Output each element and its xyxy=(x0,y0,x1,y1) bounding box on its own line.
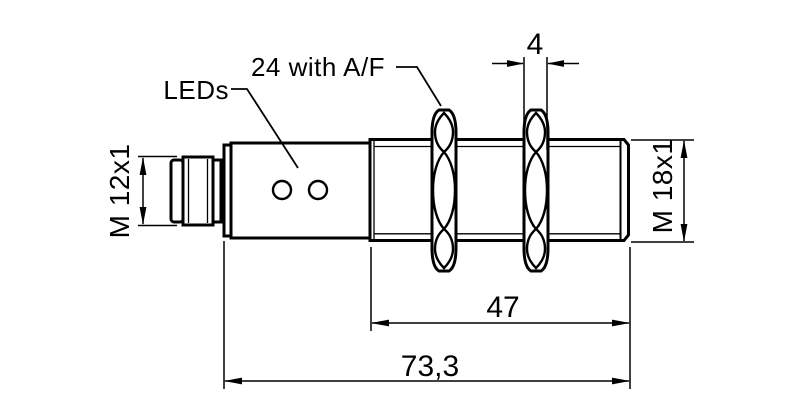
hex-nut-1 xyxy=(430,108,458,273)
hex-nut-1-facet-bottom xyxy=(433,227,455,270)
threaded-barrel xyxy=(368,138,630,242)
dimension-overall-length xyxy=(223,241,630,389)
arrowhead-left xyxy=(224,377,242,385)
leds-label: LEDs xyxy=(163,75,229,105)
leds-leader-line xyxy=(231,88,299,169)
hex-nut-2-facet-bottom xyxy=(525,227,547,270)
wrench-size-label: 24 with A/F xyxy=(251,52,385,82)
hex-nut-2-facet-middle xyxy=(523,150,549,231)
led-indicator-2 xyxy=(307,179,329,201)
overall-length-value: 73,3 xyxy=(401,350,459,383)
arrowhead-right xyxy=(507,60,524,67)
dimension-connector-thread xyxy=(138,155,177,227)
dimension-lines xyxy=(138,57,694,389)
arrowhead-up xyxy=(680,140,688,158)
arrowhead-left xyxy=(547,60,564,67)
arrowhead-right xyxy=(612,319,630,327)
arrowhead-down xyxy=(139,207,147,225)
sensor-housing-body xyxy=(229,141,372,240)
arrowhead-left xyxy=(371,319,389,327)
led-indicator-1 xyxy=(271,179,293,201)
wrench-size-leader-line xyxy=(396,66,442,107)
thread-length-value: 47 xyxy=(486,291,519,324)
arrowhead-down xyxy=(680,224,688,242)
housing-thread-label: M 18x1 xyxy=(647,139,678,234)
nut-width-value: 4 xyxy=(527,28,544,61)
connector-tip-ring xyxy=(169,158,185,224)
dimension-thread-length xyxy=(370,247,631,389)
leader-lines xyxy=(231,66,442,169)
hex-nut-2 xyxy=(522,108,550,273)
hex-nut-1-facet-middle xyxy=(431,150,457,231)
dimension-nut-width xyxy=(492,57,579,150)
arrowhead-right xyxy=(612,377,630,385)
arrowhead-up xyxy=(139,157,147,175)
dimension-housing-thread xyxy=(631,139,694,243)
connector-coupling-barrel xyxy=(181,155,215,227)
connector-thread-label: M 12x1 xyxy=(104,144,135,239)
connector-rear-ring xyxy=(211,158,223,224)
sensor-device xyxy=(169,108,630,273)
